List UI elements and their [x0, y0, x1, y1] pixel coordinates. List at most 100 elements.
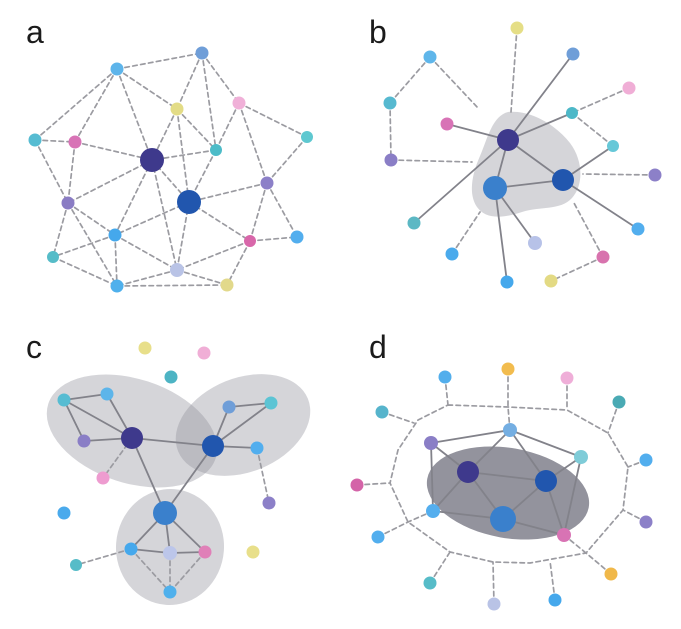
graph-edge-solid — [507, 139, 564, 181]
graph-node — [220, 278, 234, 292]
graph-node — [528, 236, 542, 250]
graph-edge-dashed — [585, 552, 612, 575]
graph-node — [262, 496, 276, 510]
graph-edge-dashed — [451, 211, 481, 255]
graph-edge-dashed — [249, 182, 268, 242]
graph-node — [290, 230, 304, 244]
graph-edge-solid — [562, 179, 639, 230]
panel-c-graph — [46, 341, 311, 605]
graph-edge-solid — [413, 139, 509, 224]
graph-node — [250, 441, 264, 455]
graph-node — [163, 546, 177, 560]
graph-edge-dashed — [549, 560, 556, 601]
graph-edge-dashed — [34, 139, 76, 143]
graph-node — [503, 423, 517, 437]
graph-node — [557, 528, 571, 542]
graph-edge-dashed — [114, 201, 190, 236]
graph-edge-dashed — [201, 52, 217, 151]
graph-node — [198, 545, 212, 559]
graph-node — [68, 135, 82, 149]
graph-node — [170, 263, 184, 277]
graph-edge-dashed — [582, 173, 656, 176]
graph-node — [438, 370, 452, 384]
graph-edge-dashed — [52, 256, 118, 287]
graph-node — [445, 247, 459, 261]
graph-node — [57, 393, 71, 407]
panel-d-graph — [350, 362, 653, 611]
graph-edge-dashed — [130, 548, 171, 593]
graph-node — [70, 559, 82, 571]
graph-edge-dashed — [34, 139, 69, 204]
graph-node — [487, 597, 501, 611]
hub-node — [483, 176, 507, 200]
graph-edge-dashed — [188, 201, 251, 242]
graph-edge-solid — [467, 471, 547, 482]
graph-edge-dashed — [52, 202, 69, 258]
periphery-boundary-ring — [389, 404, 629, 564]
graph-node — [260, 176, 274, 190]
panel-label-a: a — [26, 14, 44, 50]
graph-edge-dashed — [176, 269, 228, 286]
hub-node — [552, 169, 574, 191]
graph-edge-dashed — [226, 240, 251, 286]
graph-node — [639, 453, 653, 467]
graph-node — [138, 341, 152, 355]
graph-node — [423, 576, 437, 590]
graph-edge-dashed — [429, 551, 451, 584]
graph-edge-solid — [63, 393, 108, 401]
graph-node — [100, 387, 114, 401]
graph-edge-solid — [131, 437, 166, 514]
graph-node — [548, 593, 562, 607]
graph-node — [164, 370, 178, 384]
graph-edge-dashed — [74, 68, 118, 143]
graph-node — [222, 400, 236, 414]
graph-edge-dashed — [176, 108, 190, 203]
graph-edge-dashed — [573, 202, 604, 258]
graph-edge-dashed — [249, 236, 298, 242]
panel-a-graph — [28, 46, 313, 293]
graph-node — [612, 395, 626, 409]
graph-node — [639, 515, 653, 529]
graph-node — [596, 250, 610, 264]
graph-node — [110, 279, 124, 293]
graph-node — [384, 153, 398, 167]
graph-edge-dashed — [116, 284, 228, 287]
graph-node — [407, 216, 421, 230]
graph-edge-dashed — [429, 56, 479, 109]
graph-edge-dashed — [114, 234, 178, 271]
hub-node — [535, 470, 557, 492]
graph-node — [423, 50, 437, 64]
graph-edge-dashed — [188, 182, 268, 203]
panel-label-b: b — [369, 14, 387, 50]
panel-b-graph — [383, 21, 662, 289]
graph-edge-solid — [507, 112, 573, 141]
graph-edge-dashed — [377, 521, 409, 538]
graph-node — [375, 405, 389, 419]
graph-edge-dashed — [34, 68, 118, 141]
graph-node — [210, 144, 222, 156]
graph-node — [110, 62, 124, 76]
graph-edge-solid — [164, 445, 214, 514]
graph-edge-dashed — [550, 256, 604, 282]
graph-node — [510, 21, 524, 35]
graph-node — [195, 46, 209, 60]
graph-edge-dashed — [381, 411, 415, 424]
panel-label-d: d — [369, 329, 387, 365]
graph-edge-solid — [507, 53, 574, 141]
graph-node — [440, 117, 454, 131]
graph-node — [77, 434, 91, 448]
graph-node — [383, 96, 397, 110]
graph-edge-solid — [63, 399, 133, 439]
graph-edge-dashed — [266, 182, 298, 238]
community-blob — [471, 111, 581, 217]
graph-edge-dashed — [67, 202, 116, 236]
graph-node — [604, 567, 618, 581]
graph-node — [350, 478, 364, 492]
graph-edge-dashed — [510, 27, 518, 113]
graph-edge-dashed — [389, 56, 431, 104]
graph-node — [246, 545, 260, 559]
graph-edge-dashed — [114, 234, 118, 287]
graph-edge-dashed — [116, 68, 178, 110]
graph-node — [648, 168, 662, 182]
